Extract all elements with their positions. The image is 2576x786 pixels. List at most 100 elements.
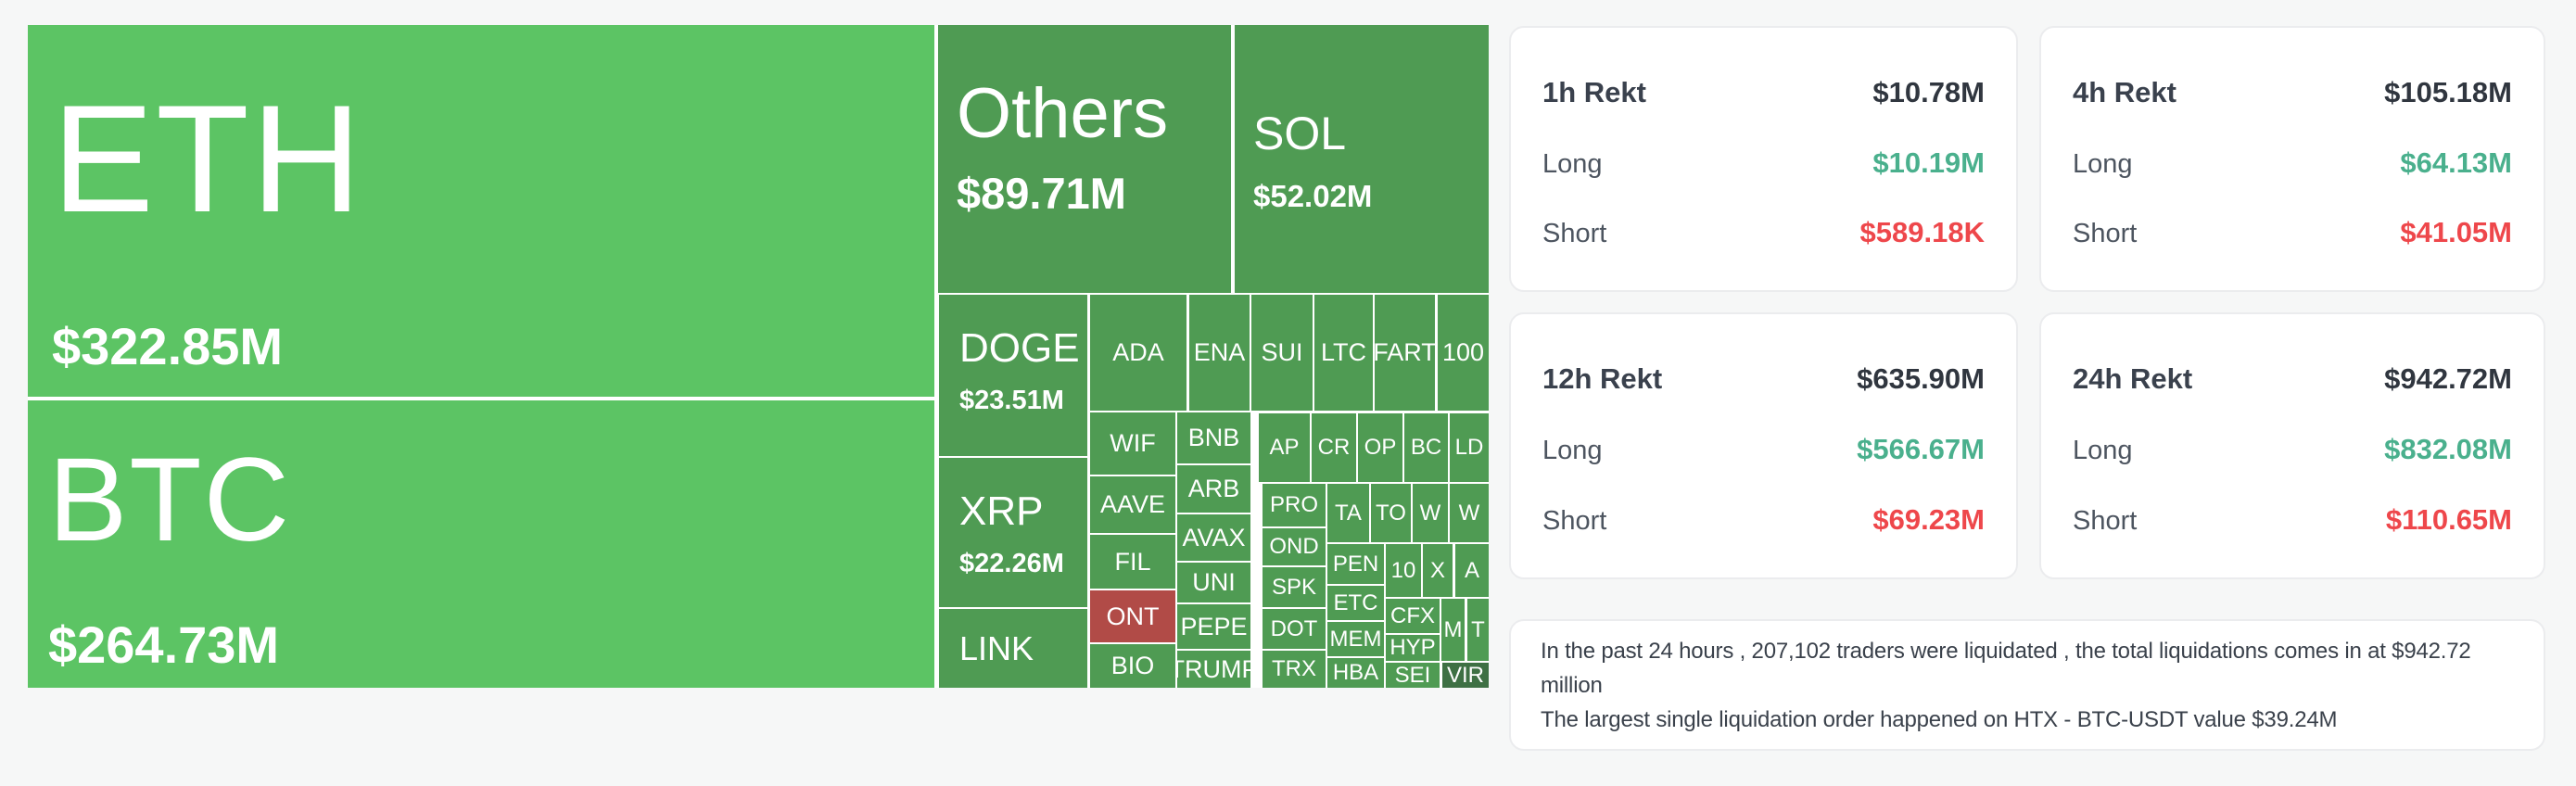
treemap-cell-ena[interactable]: ENA xyxy=(1189,295,1250,411)
cell-symbol: WIF xyxy=(1110,429,1156,457)
cell-symbol: ETH xyxy=(52,73,363,244)
treemap-cell-w[interactable]: W xyxy=(1450,484,1489,542)
treemap-cell-to[interactable]: TO xyxy=(1371,484,1411,542)
treemap-cell-vir[interactable]: VIR xyxy=(1442,663,1489,688)
treemap-cell-op[interactable]: OP xyxy=(1358,413,1402,482)
summary-card: In the past 24 hours , 207,102 traders w… xyxy=(1509,619,2545,751)
stat-total-value: $635.90M xyxy=(1857,362,1985,395)
treemap-cell-w[interactable]: W xyxy=(1413,484,1448,542)
stat-card-12h: 12h Rekt $635.90M Long $566.67M Short $6… xyxy=(1509,312,2018,579)
treemap-cell-uni[interactable]: UNI xyxy=(1177,563,1250,602)
cell-symbol: M xyxy=(1443,616,1463,642)
cell-symbol: CFX xyxy=(1390,602,1435,628)
treemap-cell-mem[interactable]: MEM xyxy=(1327,622,1384,656)
cell-symbol: TA xyxy=(1335,500,1362,526)
treemap-cell-trx[interactable]: TRX xyxy=(1263,651,1326,688)
cell-symbol: W xyxy=(1458,500,1480,526)
cell-symbol: BNB xyxy=(1187,424,1240,451)
cell-symbol: OND xyxy=(1269,534,1319,559)
treemap-cell-100[interactable]: 100 xyxy=(1438,295,1489,411)
treemap-cell-x[interactable]: X xyxy=(1423,544,1453,597)
cell-value: $22.26M xyxy=(959,549,1064,578)
treemap-cell-wif[interactable]: WIF xyxy=(1090,412,1175,475)
cell-value: $322.85M xyxy=(52,317,284,375)
treemap-cell-xrp[interactable]: XRP$22.26M xyxy=(939,458,1087,607)
stat-long-label: Long xyxy=(1542,148,1603,179)
stat-long-value: $566.67M xyxy=(1857,433,1985,465)
treemap-cell-eth[interactable]: ETH $322.85M xyxy=(28,25,934,397)
treemap-cell-ltc[interactable]: LTC xyxy=(1314,295,1373,411)
treemap-cell-ta[interactable]: TA xyxy=(1327,484,1369,542)
treemap-cell-dot[interactable]: DOT xyxy=(1263,609,1326,649)
cell-symbol: AVAX xyxy=(1182,523,1246,551)
cell-symbol: PRO xyxy=(1269,492,1318,517)
cell-symbol: HBA xyxy=(1332,660,1379,685)
treemap-cell-spk[interactable]: SPK xyxy=(1263,567,1326,607)
cell-symbol: LINK xyxy=(959,628,1034,667)
stat-long-value: $64.13M xyxy=(2400,146,2512,179)
treemap-cell-fil[interactable]: FIL xyxy=(1090,535,1175,589)
treemap-cell-hba[interactable]: HBA xyxy=(1327,658,1384,688)
treemap-cell-hyp[interactable]: HYP xyxy=(1386,635,1440,661)
treemap-cell-fart[interactable]: FART xyxy=(1375,295,1435,411)
treemap-cell-bc[interactable]: BC xyxy=(1404,413,1448,482)
treemap-cell-t[interactable]: T xyxy=(1467,599,1489,661)
treemap-cell-trump[interactable]: TRUMP xyxy=(1177,651,1250,688)
treemap-cell-ld[interactable]: LD xyxy=(1450,413,1489,482)
stat-short-value: $110.65M xyxy=(2385,503,2512,536)
stat-short-row: Short $589.18K xyxy=(1542,216,1985,249)
treemap-cell-bio[interactable]: BIO xyxy=(1090,644,1175,688)
treemap-cell-etc[interactable]: ETC xyxy=(1327,586,1384,620)
cell-symbol: SEI xyxy=(1394,663,1431,688)
stat-long-row: Long $566.67M xyxy=(1542,433,1985,466)
treemap-cell-others[interactable]: Others $89.71M xyxy=(938,25,1231,293)
treemap-cell-pro[interactable]: PRO xyxy=(1263,484,1326,526)
stat-total-row: 24h Rekt $942.72M xyxy=(2073,362,2512,396)
treemap-cell-sol[interactable]: SOL$52.02M xyxy=(1235,25,1489,293)
treemap-cell-avax[interactable]: AVAX xyxy=(1177,514,1250,561)
treemap-cell-sei[interactable]: SEI xyxy=(1386,663,1440,688)
cell-symbol: LTC xyxy=(1320,338,1366,366)
cell-symbol: PEPE xyxy=(1180,612,1248,640)
treemap-cell-10[interactable]: 10 xyxy=(1386,544,1421,597)
treemap-cell-ont[interactable]: ONT xyxy=(1090,590,1175,642)
stat-long-value: $10.19M xyxy=(1872,146,1985,179)
treemap-cell-btc[interactable]: BTC$264.73M xyxy=(28,400,934,688)
cell-symbol: ADA xyxy=(1112,338,1164,366)
stat-long-label: Long xyxy=(2073,148,2133,179)
treemap-cell-ond[interactable]: OND xyxy=(1263,528,1326,565)
treemap-cell-bnb[interactable]: BNB xyxy=(1177,412,1250,463)
treemap-cell-ada[interactable]: ADA xyxy=(1090,295,1186,411)
stat-total-row: 1h Rekt $10.78M xyxy=(1542,76,1985,109)
cell-symbol: BC xyxy=(1410,435,1442,460)
treemap-cell-pepe[interactable]: PEPE xyxy=(1177,604,1250,649)
stat-long-row: Long $10.19M xyxy=(1542,146,1985,180)
treemap-cell-sui[interactable]: SUI xyxy=(1251,295,1313,411)
stat-total-value: $10.78M xyxy=(1872,76,1985,108)
stat-title: 12h Rekt xyxy=(1542,362,1663,395)
treemap-cell-pen[interactable]: PEN xyxy=(1327,544,1384,584)
stat-short-label: Short xyxy=(2073,506,2138,536)
cell-symbol: T xyxy=(1471,616,1485,642)
summary-line-2: The largest single liquidation order hap… xyxy=(1541,706,2338,732)
treemap-cell-ap[interactable]: AP xyxy=(1259,413,1310,482)
summary-line-1: In the past 24 hours , 207,102 traders w… xyxy=(1541,638,2471,698)
stat-short-value: $69.23M xyxy=(1872,503,1985,536)
treemap-cell-cr[interactable]: CR xyxy=(1312,413,1356,482)
cell-value: $89.71M xyxy=(957,169,1126,218)
stat-short-row: Short $110.65M xyxy=(2073,503,2512,537)
cell-symbol: FART xyxy=(1375,338,1435,366)
treemap-cell-aave[interactable]: AAVE xyxy=(1090,476,1175,533)
treemap-cell-arb[interactable]: ARB xyxy=(1177,465,1250,513)
treemap-cell-a[interactable]: A xyxy=(1455,544,1489,597)
treemap-cell-link[interactable]: LINK xyxy=(939,609,1087,688)
treemap-cell-cfx[interactable]: CFX xyxy=(1386,599,1440,633)
cell-symbol: BTC xyxy=(48,434,291,566)
treemap-cell-doge[interactable]: DOGE$23.51M xyxy=(939,295,1087,456)
treemap-cell-m[interactable]: M xyxy=(1441,599,1465,661)
cell-symbol: AP xyxy=(1269,435,1300,460)
cell-symbol: 100 xyxy=(1441,338,1485,366)
stat-card-4h: 4h Rekt $105.18M Long $64.13M Short $41.… xyxy=(2039,26,2545,292)
cell-symbol: Others xyxy=(957,74,1169,153)
